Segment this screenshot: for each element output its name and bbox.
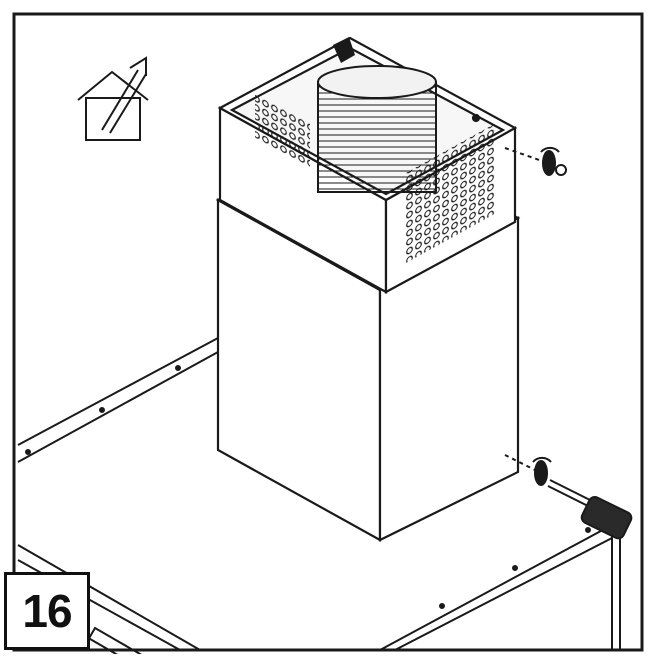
screwdriver-icon — [504, 454, 633, 540]
exhaust-duct — [317, 65, 437, 193]
ducted-extraction-house-icon — [77, 56, 149, 141]
step-number: 16 — [22, 585, 72, 637]
screw-with-washer-icon — [504, 146, 567, 176]
step-number-box: 16 — [4, 572, 90, 650]
frame-border — [12, 12, 644, 652]
